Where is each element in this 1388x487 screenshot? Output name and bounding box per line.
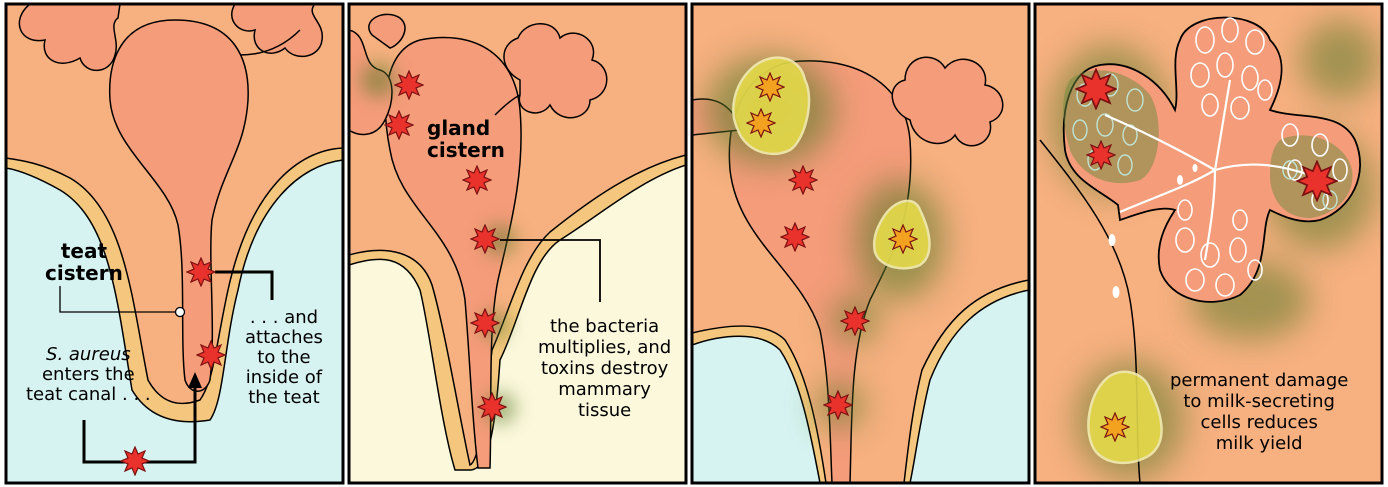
bacterium-icon: [756, 73, 784, 101]
bacterium-icon: [121, 447, 149, 475]
gland-cistern-label: gland cistern: [427, 117, 505, 161]
bacterium-icon: [1087, 141, 1115, 169]
multiply-label: the bacteria multiplies, and toxins dest…: [538, 316, 671, 421]
attach-label: . . . and attaches to the inside of the …: [245, 308, 323, 408]
bacterium-icon: [395, 71, 423, 99]
bacterium-icon: [1297, 161, 1336, 200]
bacterium-icon: [1101, 413, 1129, 441]
bacterium-icon: [187, 258, 215, 286]
bacterium-icon: [471, 309, 499, 337]
teat-cistern-label: teat cistern: [45, 240, 123, 284]
bacterium-icon: [385, 111, 413, 139]
bacterium-icon: [471, 225, 499, 253]
bacterium-icon: [781, 223, 809, 251]
bacterium-icon: [463, 166, 491, 194]
bacterium-icon: [889, 225, 917, 253]
bacterium-icon: [197, 341, 225, 369]
entry-label: S. aureus enters the teat canal . . .: [26, 345, 151, 405]
bacterium-icon: [841, 307, 869, 335]
bacterium-icon: [747, 109, 775, 137]
bacterium-icon: [478, 393, 506, 421]
bacterium-icon: [789, 166, 817, 194]
damage-label: permanent damage to milk-secreting cells…: [1170, 370, 1348, 454]
bacterium-icon: [1076, 69, 1115, 108]
panel-3: [692, 4, 1029, 483]
bacterium-icon: [824, 391, 852, 419]
